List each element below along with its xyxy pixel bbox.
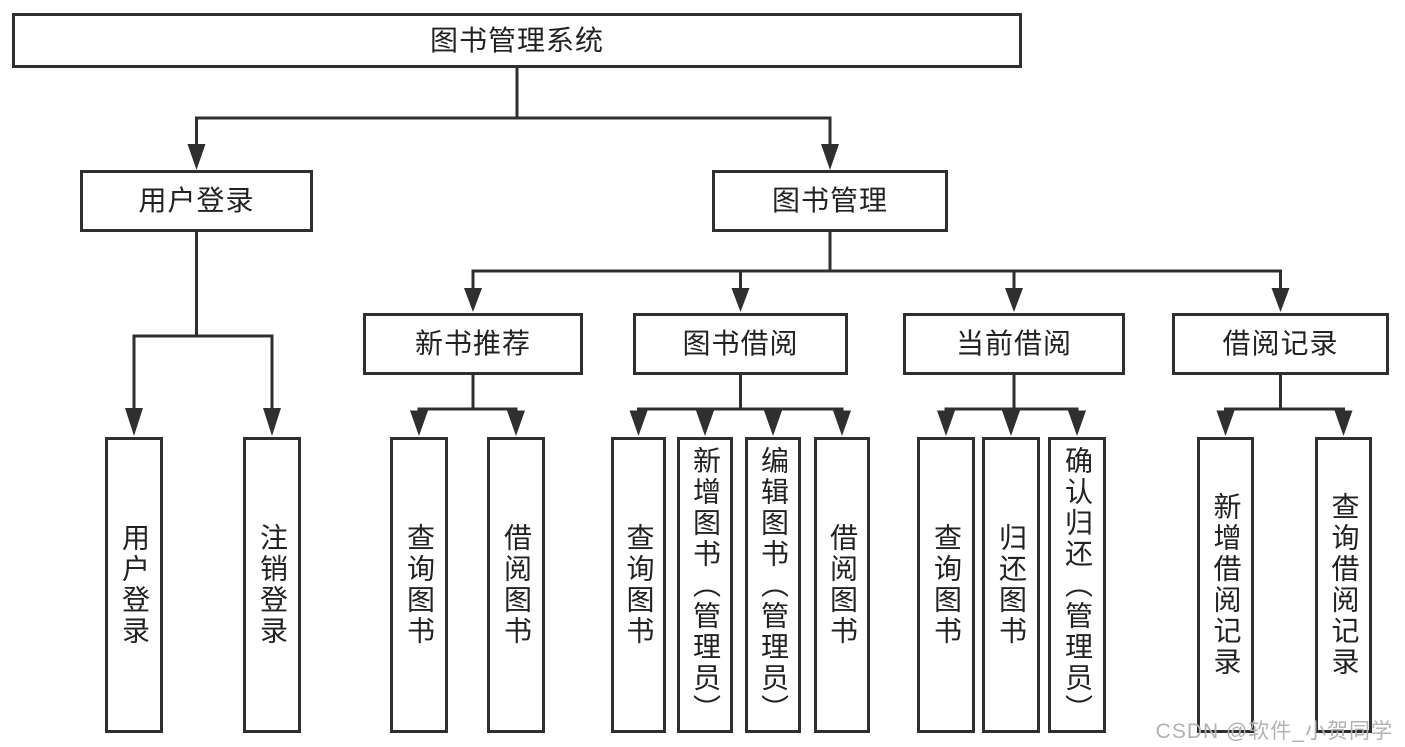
csdn-watermark: CSDN @软件_小贺同学 [1155,720,1393,743]
node-leaf-cb-confirm-return-admin-label: 确认归还（管理员） [1062,445,1093,725]
node-leaf-bb-borrow-books-label: 借阅图书 [827,523,858,647]
node-leaf-logout-label: 注销登录 [257,523,288,647]
node-borrowing-records-label: 借阅记录 [1222,328,1339,359]
node-leaf-logout: 注销登录 [243,437,301,733]
node-leaf-add-borrow-record-label: 新增借阅记录 [1210,492,1242,678]
node-leaf-add-borrow-record: 新增借阅记录 [1197,437,1254,733]
node-current-borrowing-label: 当前借阅 [955,328,1072,359]
node-user-login-label: 用户登录 [138,185,255,216]
node-leaf-bb-query-books-label: 查询图书 [623,523,655,647]
connector-book-management-children [464,232,1290,312]
connector-new-book-recommend-children [410,375,525,436]
node-leaf-cb-confirm-return-admin: 确认归还（管理员） [1048,437,1106,733]
connector-user-login-children [125,232,281,436]
node-new-book-recommend: 新书推荐 [363,313,583,375]
node-root: 图书管理系统 [12,13,1022,68]
node-user-login: 用户登录 [80,170,313,232]
node-current-borrowing: 当前借阅 [903,313,1125,375]
node-leaf-bb-edit-books-admin-label: 编辑图书（管理员） [758,445,789,725]
node-leaf-query-borrow-record-label: 查询借阅记录 [1328,492,1360,678]
node-leaf-bb-query-books: 查询图书 [611,437,666,733]
node-book-borrowing: 图书借阅 [633,313,848,375]
connector-borrowing-records-children [1216,375,1353,436]
node-leaf-bb-borrow-books: 借阅图书 [814,437,870,733]
connector-root-to-branches [187,68,839,170]
node-leaf-nb-borrow-books-label: 借阅图书 [501,523,532,647]
node-leaf-nb-query-books: 查询图书 [390,437,448,733]
node-leaf-bb-add-books-admin-label: 新增图书（管理员） [690,445,721,725]
node-leaf-bb-edit-books-admin: 编辑图书（管理员） [745,437,801,733]
node-book-management-label: 图书管理 [771,185,888,216]
node-new-book-recommend-label: 新书推荐 [414,328,531,359]
node-book-borrowing-label: 图书借阅 [682,328,799,359]
node-leaf-nb-query-books-label: 查询图书 [404,523,435,647]
node-leaf-user-login-label: 用户登录 [119,523,150,647]
node-leaf-query-borrow-record: 查询借阅记录 [1315,437,1372,733]
connector-book-borrowing-children [629,375,851,436]
node-borrowing-records: 借阅记录 [1172,313,1389,375]
node-book-management: 图书管理 [712,170,948,232]
node-root-label: 图书管理系统 [429,24,604,56]
node-leaf-cb-query-books: 查询图书 [917,437,975,733]
node-leaf-cb-return-books-label: 归还图书 [996,523,1027,647]
node-leaf-nb-borrow-books: 借阅图书 [487,437,545,733]
connector-current-borrowing-children [937,375,1086,436]
node-leaf-user-login: 用户登录 [105,437,163,733]
node-leaf-cb-query-books-label: 查询图书 [931,523,962,647]
node-leaf-bb-add-books-admin: 新增图书（管理员） [677,437,733,733]
node-leaf-cb-return-books: 归还图书 [982,437,1040,733]
